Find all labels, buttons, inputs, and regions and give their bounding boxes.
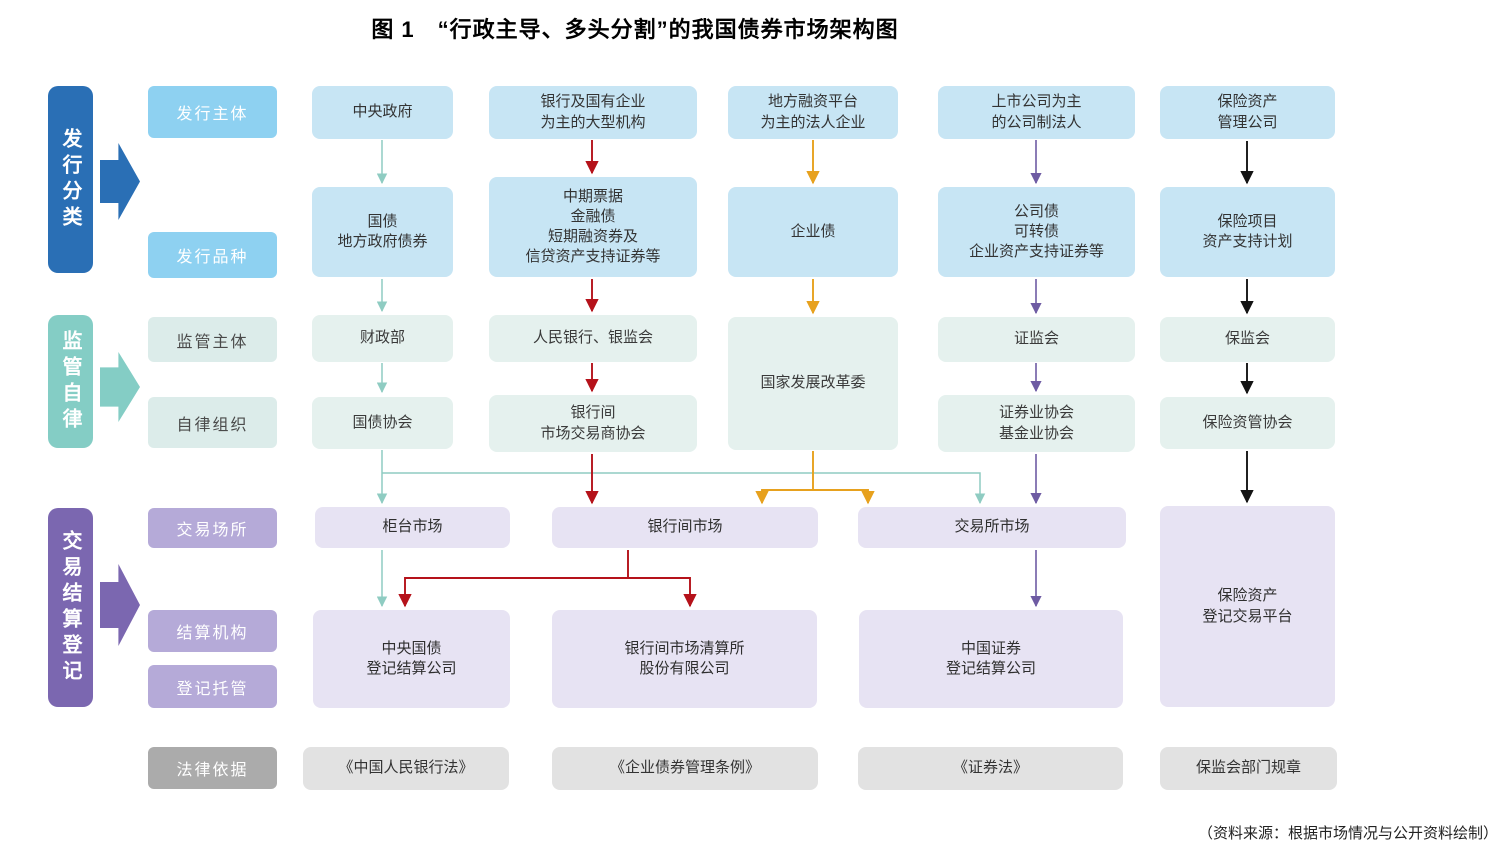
node-venue-exchange-market: 交易所市场 <box>858 507 1126 548</box>
node-regulator-pboc-cbrc: 人民银行、银监会 <box>489 315 697 362</box>
node-venue-insurance-platform: 保险资产 登记交易平台 <box>1160 506 1335 707</box>
node-regulator-mof: 财政部 <box>312 315 453 362</box>
connector-red <box>628 577 697 608</box>
source-note: （资料来源：根据市场情况与公开资料绘制） <box>1197 825 1498 842</box>
row-label-product: 发行品种 <box>148 232 277 278</box>
row-label-legal-basis: 法律依据 <box>148 747 277 789</box>
row-label-regulator: 监管主体 <box>148 317 277 362</box>
row-label-settlement: 结算机构 <box>148 610 277 652</box>
row-label-issuer: 发行主体 <box>148 86 277 138</box>
node-issuer-lgfv: 地方融资平台 为主的法人企业 <box>728 86 898 139</box>
node-regulator-ndrc: 国家发展改革委 <box>728 317 898 450</box>
row-label-custody: 登记托管 <box>148 665 277 708</box>
band-regulation-self-discipline: 监管自律 <box>48 315 93 448</box>
connector-orange <box>813 489 875 505</box>
node-product-corporate-bonds: 公司债 可转债 企业资产支持证券等 <box>938 187 1135 277</box>
node-law-circ-rules: 保监会部门规章 <box>1160 747 1337 790</box>
node-issuer-listed-companies: 上市公司为主 的公司制法人 <box>938 86 1135 139</box>
node-sro-nafmii: 银行间 市场交易商协会 <box>489 395 697 452</box>
node-product-enterprise-bonds: 企业债 <box>728 187 898 277</box>
node-law-pboc-law: 《中国人民银行法》 <box>303 747 509 790</box>
node-issuer-banks-soe: 银行及国有企业 为主的大型机构 <box>489 86 697 139</box>
band-trading-settlement-registration: 交易结算登记 <box>48 508 93 707</box>
node-regulator-circ: 保监会 <box>1160 317 1335 362</box>
connector-teal <box>382 472 986 505</box>
connector-red <box>398 550 629 608</box>
node-law-enterprise-bond-regulations: 《企业债券管理条例》 <box>552 747 818 790</box>
figure-title: 图 1 “行政主导、多头分割”的我国债券市场架构图 <box>371 17 899 42</box>
node-venue-interbank-market: 银行间市场 <box>552 507 818 548</box>
node-sro-insurance-am-association: 保险资管协会 <box>1160 397 1335 449</box>
node-issuer-central-government: 中央政府 <box>312 86 453 139</box>
node-settlement-ccdc: 中央国债 登记结算公司 <box>313 610 510 708</box>
band-issuance-classification: 发行分类 <box>48 86 93 273</box>
node-law-securities-law: 《证券法》 <box>858 747 1123 790</box>
node-settlement-csdc: 中国证券 登记结算公司 <box>859 610 1123 708</box>
node-product-treasury-localgov-bonds: 国债 地方政府债券 <box>312 187 453 277</box>
row-label-sro: 自律组织 <box>148 397 277 448</box>
node-regulator-csrc: 证监会 <box>938 317 1135 362</box>
node-product-insurance-abs-plans: 保险项目 资产支持计划 <box>1160 187 1335 277</box>
node-product-mtn-financial-bonds: 中期票据 金融债 短期融资券及 信贷资产支持证券等 <box>489 177 697 277</box>
node-sro-treasury-association: 国债协会 <box>312 397 453 449</box>
node-issuer-insurance-asset-managers: 保险资产 管理公司 <box>1160 86 1335 139</box>
node-venue-otc-market: 柜台市场 <box>315 507 510 548</box>
node-sro-sac-amac: 证券业协会 基金业协会 <box>938 395 1135 452</box>
row-label-venue: 交易场所 <box>148 508 277 548</box>
connector-orange <box>755 451 814 505</box>
node-settlement-shanghai-clearing-house: 银行间市场清算所 股份有限公司 <box>552 610 817 708</box>
